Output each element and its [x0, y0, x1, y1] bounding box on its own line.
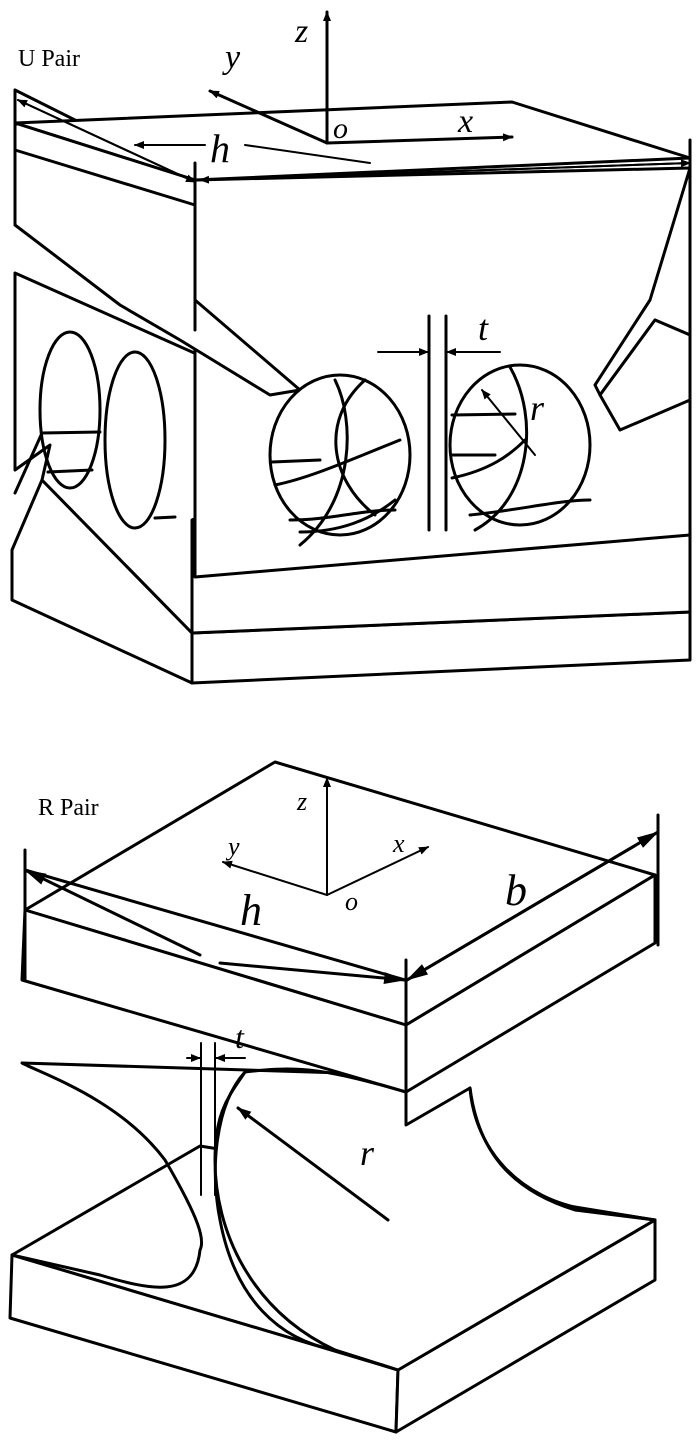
x-axis — [326, 846, 429, 896]
x-axis — [325, 133, 514, 145]
x-axis-label: x — [392, 829, 405, 858]
dim-t-label: t — [478, 308, 489, 348]
u-pair-title: U Pair — [18, 46, 80, 72]
dim-width-arrow-left — [199, 162, 691, 184]
origin-label: o — [345, 887, 358, 916]
flexure-hole-right — [448, 363, 592, 532]
dim-h-leader — [244, 144, 371, 164]
dim-r-arrow — [481, 389, 536, 456]
dim-b-label: b — [505, 866, 527, 915]
dim-b-arrow-left — [405, 830, 660, 982]
dim-h-arrow-left — [23, 868, 202, 957]
dim-r-label: r — [530, 388, 545, 428]
dim-h-arrow-right — [218, 961, 407, 985]
u-pair-figure: U Pair — [10, 10, 692, 685]
y-axis — [222, 860, 328, 896]
dim-h-line — [23, 868, 407, 982]
r-pair-flexure-neck — [10, 1042, 657, 1372]
dim-h-label: h — [240, 886, 262, 935]
u-pair-lower-body — [13, 271, 307, 635]
r-pair-title: R Pair — [38, 795, 99, 821]
dim-h-label: h — [210, 126, 230, 171]
hole-left-2 — [103, 350, 167, 530]
y-axis — [208, 89, 329, 145]
y-axis-label: y — [222, 39, 241, 76]
z-axis-label: z — [296, 787, 307, 816]
z-axis-label: z — [294, 13, 308, 50]
dim-h-arrow-right — [17, 99, 196, 183]
dim-r-arrow — [236, 1106, 390, 1222]
flexure-hole-left — [268, 373, 412, 547]
hole-left-1 — [38, 330, 102, 490]
r-pair-figure: R Pair h — [8, 760, 660, 1434]
dim-r-label: r — [360, 1133, 375, 1173]
y-axis-label: y — [225, 832, 240, 861]
dim-t-label: t — [235, 1019, 245, 1055]
origin-label: o — [333, 112, 348, 145]
x-axis-label: x — [457, 103, 473, 140]
r-pair-top-plate — [20, 760, 660, 1094]
